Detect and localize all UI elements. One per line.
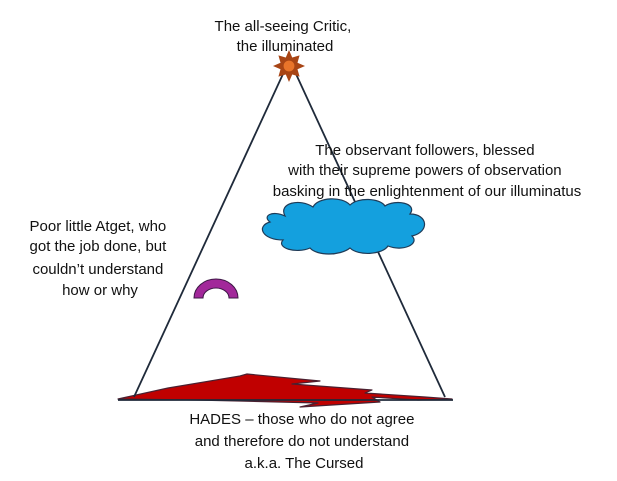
followers-label-line: basking in the enlightenment of our illu…: [273, 183, 582, 200]
atget-label-line: got the job done, but: [30, 238, 168, 255]
followers-label: The observant followers, blessed with th…: [273, 142, 582, 200]
lightning-bolt-icon: [117, 373, 453, 408]
hades-label: HADES – those who do not agree and there…: [189, 411, 418, 472]
triangle-left-side: [133, 73, 284, 398]
atget-label-line: couldn’t understand: [32, 261, 163, 278]
cloud-icon: [261, 198, 426, 255]
atget-label: Poor little Atget, who got the job done,…: [30, 218, 171, 299]
hades-label-line: a.k.a. The Cursed: [245, 455, 364, 472]
hades-label-line: HADES – those who do not agree: [189, 411, 414, 428]
critic-label-line: the illuminated: [237, 38, 334, 55]
arc-icon: [193, 278, 239, 299]
sun-icon: [272, 49, 306, 83]
atget-label-line: how or why: [62, 282, 138, 299]
atget-label-line: Poor little Atget, who: [30, 218, 167, 235]
critic-label: The all-seeing Critic, the illuminated: [215, 18, 356, 55]
critic-label-line: The all-seeing Critic,: [215, 18, 352, 35]
followers-label-line: with their supreme powers of observation: [287, 162, 561, 179]
sun-core: [282, 59, 296, 73]
followers-label-line: The observant followers, blessed: [315, 142, 534, 159]
hades-label-line: and therefore do not understand: [195, 433, 409, 450]
